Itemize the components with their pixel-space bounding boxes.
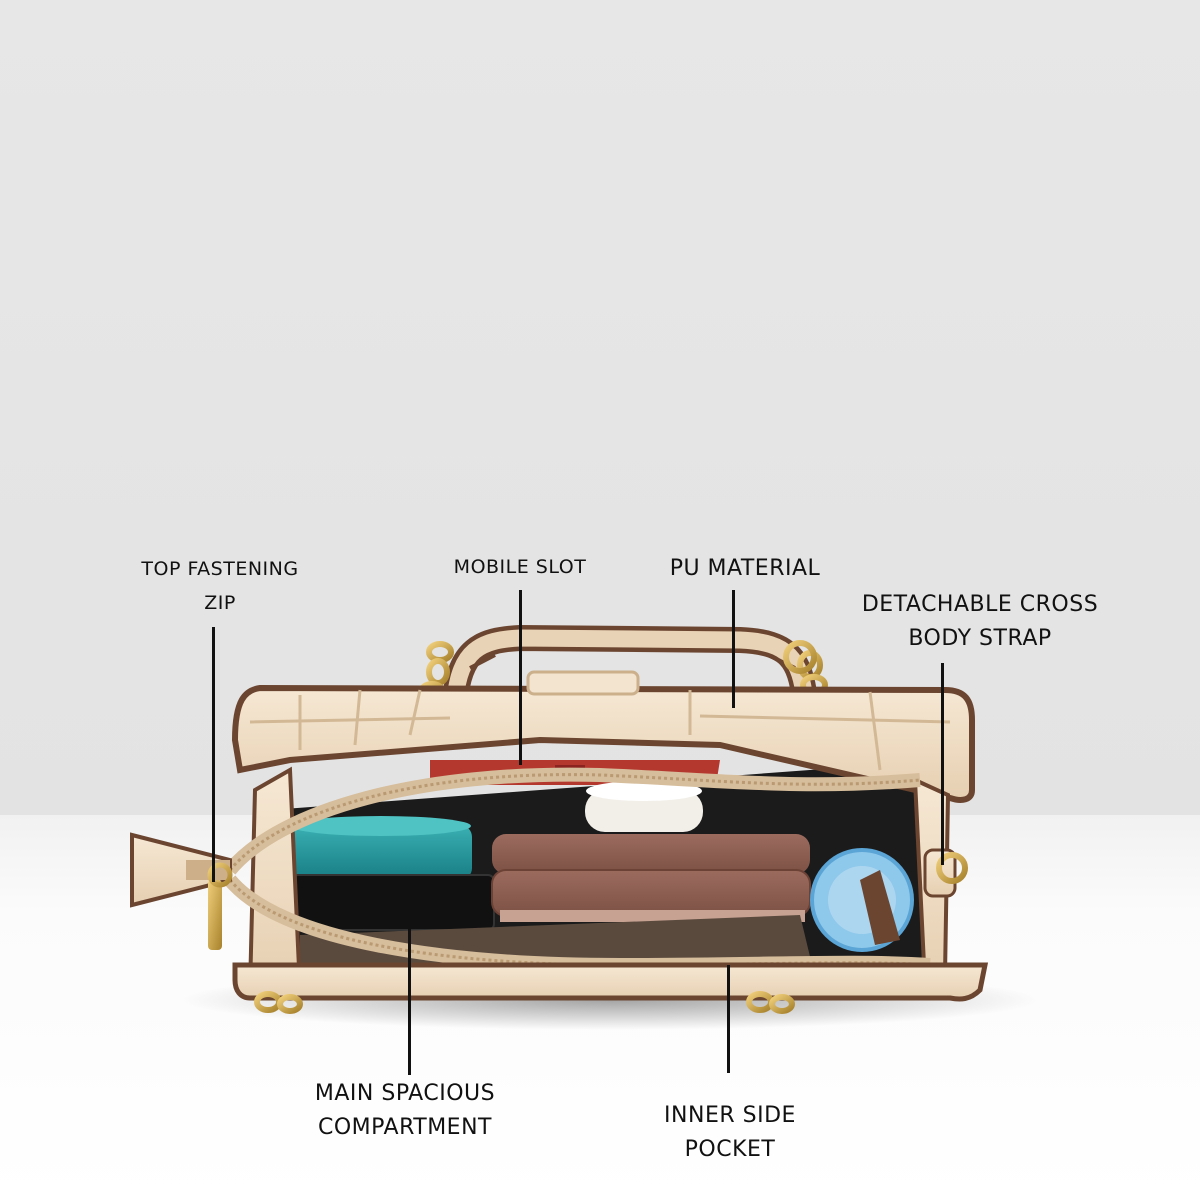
compartment-callout-line — [408, 885, 411, 1075]
inner-pocket-label: INNER SIDE POCKET — [620, 1099, 840, 1167]
black-box — [291, 874, 495, 931]
main-compartment-label: MAIN SPACIOUS COMPARTMENT — [280, 1077, 530, 1145]
bag-left-side — [247, 766, 303, 992]
strap-callout-line — [941, 663, 944, 865]
top-zip-label: TOP FASTENING ZIP — [110, 552, 330, 620]
bag-bottom — [232, 962, 989, 1002]
bottom-chains — [254, 991, 795, 1014]
main-compartment-label-line1: MAIN SPACIOUS — [314, 1081, 496, 1106]
bag-flap — [231, 670, 975, 803]
white-compact — [585, 781, 703, 832]
teal-tin — [290, 816, 472, 880]
zip-pull — [130, 832, 233, 950]
wallets — [491, 834, 811, 922]
mobile-slot-callout-line — [519, 590, 522, 765]
pocket-callout-line — [727, 965, 730, 1073]
strap-clip — [923, 848, 968, 898]
pu-material-label: PU MATERIAL — [640, 552, 850, 586]
pu-material-callout-line — [732, 590, 735, 708]
pu-material-label-text: PU MATERIAL — [669, 556, 821, 581]
makeup-jar — [810, 848, 914, 952]
strap-label: DETACHABLE CROSS BODY STRAP — [840, 588, 1120, 656]
zip-callout-line — [212, 627, 215, 882]
mobile-slot-label: MOBILE SLOT — [420, 550, 620, 584]
main-compartment-label-line2: COMPARTMENT — [318, 1115, 492, 1140]
strap-label-line2: BODY STRAP — [908, 626, 1052, 651]
top-zip-label-line1: TOP FASTENING — [141, 558, 299, 580]
inner-pocket-label-line2: POCKET — [684, 1137, 776, 1162]
top-zip-label-line2: ZIP — [204, 592, 236, 614]
inner-pocket-label-line1: INNER SIDE — [664, 1103, 796, 1128]
strap-label-line1: DETACHABLE CROSS — [861, 592, 1099, 617]
mobile-slot-label-text: MOBILE SLOT — [453, 556, 587, 578]
